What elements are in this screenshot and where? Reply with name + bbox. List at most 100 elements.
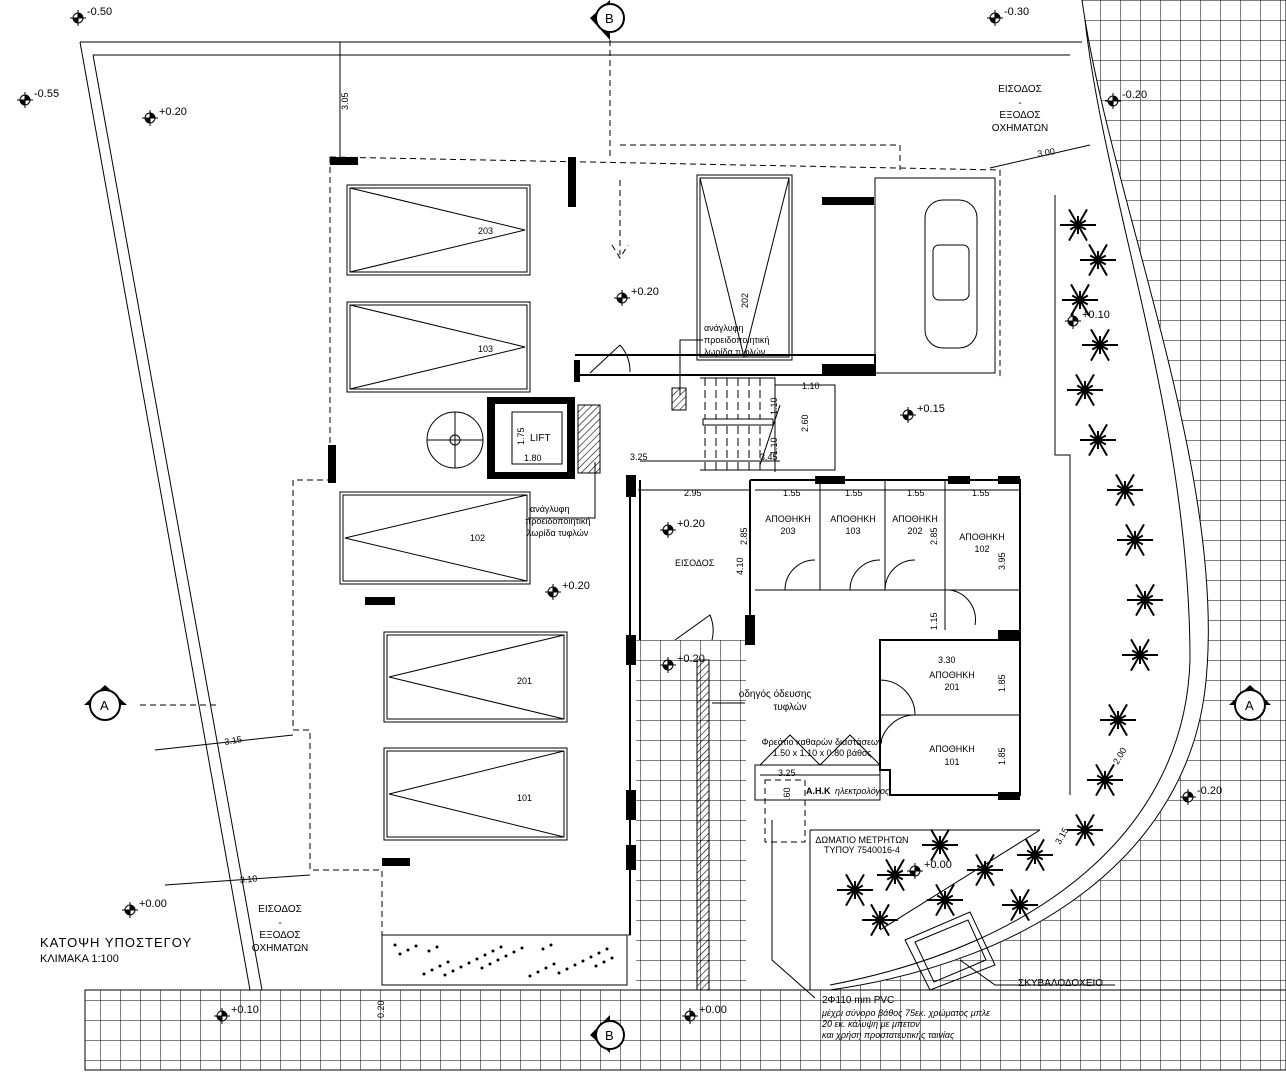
svg-text:λωρίδα τυφλών: λωρίδα τυφλών: [704, 347, 766, 357]
svg-text:ΑΠΟΘΗΚΗ: ΑΠΟΘΗΚΗ: [830, 514, 876, 524]
svg-text:ΕΞΟΔΟΣ: ΕΞΟΔΟΣ: [999, 110, 1040, 121]
parking-number: 202: [740, 293, 750, 308]
svg-text:ανάγλυφη: ανάγλυφη: [704, 323, 743, 333]
dimension-label: .60: [782, 787, 792, 800]
level-marker: +0.15: [900, 403, 945, 423]
svg-text:ΑΠΟΘΗΚΗ: ΑΠΟΘΗΚΗ: [765, 514, 811, 524]
dimension-label: 1.85: [997, 674, 1007, 692]
parking-number: 102: [470, 533, 485, 543]
section-marker-b-top: B: [590, 0, 629, 259]
section-marker-a-right: A: [1229, 685, 1271, 721]
level-marker: +0.10: [214, 1004, 259, 1024]
gravel-dot: [406, 948, 410, 952]
parking-bay-103: [346, 301, 531, 393]
plant-icon: [1017, 838, 1053, 872]
dimension-label: 2.00: [1111, 746, 1128, 766]
level-marker: +0.20: [614, 286, 659, 306]
plant-icon: [837, 873, 873, 907]
svg-text:ΑΠΟΘΗΚΗ: ΑΠΟΘΗΚΗ: [929, 744, 975, 754]
level-value: +0.20: [159, 106, 187, 118]
car-icon: [924, 199, 978, 349]
lift: LIFT: [426, 397, 601, 479]
svg-text:103: 103: [845, 526, 860, 536]
paving-tiles: [84, 0, 1286, 1071]
level-marker: -0.20: [1180, 785, 1222, 805]
gravel-dot: [480, 966, 484, 970]
entrance-label: ΕΙΣΟΔΟΣ: [675, 558, 715, 568]
dimension-label: 3.25: [778, 768, 796, 778]
svg-text:ΟΧΗΜΑΤΩΝ: ΟΧΗΜΑΤΩΝ: [992, 123, 1049, 134]
level-value: +0.20: [631, 286, 659, 298]
plant-icon: [1117, 523, 1153, 557]
dimension-label: 2.60: [800, 414, 810, 432]
gravel-dot: [573, 963, 577, 967]
dimension-label: 3.25: [630, 452, 648, 462]
plant-icon: [1082, 328, 1118, 362]
dimension-label: 3.95: [997, 552, 1007, 570]
dimension-label: 1.10: [769, 397, 779, 415]
dimension-label: 1.75: [516, 427, 526, 445]
section-marker-b-bottom: B: [590, 1015, 625, 1053]
dimension-label: 3.45: [760, 452, 778, 462]
dimension-label: 1.55: [845, 488, 863, 498]
gravel-dot: [536, 970, 540, 974]
plant-icon: [1062, 283, 1098, 317]
level-marker: +0.20: [545, 580, 590, 600]
lift-label: LIFT: [530, 433, 551, 444]
plant-icon: [1087, 763, 1123, 797]
svg-text:ΟΧΗΜΑΤΩΝ: ΟΧΗΜΑΤΩΝ: [252, 943, 309, 954]
level-value: +0.10: [231, 1004, 259, 1016]
gravel-dot: [557, 971, 561, 975]
dimension-label: 0.20: [376, 1000, 386, 1018]
gravel-dot: [499, 945, 503, 949]
plant-icon: [1060, 208, 1096, 242]
svg-text:20 εκ. κάλυψη με μπετον: 20 εκ. κάλυψη με μπετον: [821, 1019, 920, 1029]
level-marker: +0.20: [660, 518, 705, 538]
dimension-label: 1.10: [769, 437, 779, 455]
gravel-dot: [446, 960, 450, 964]
svg-text:προειδοποιητική: προειδοποιητική: [704, 335, 769, 345]
parking-bay-202: [696, 174, 793, 361]
svg-text:1.50 x 1.10 x 0.80 βάθος: 1.50 x 1.10 x 0.80 βάθος: [773, 748, 872, 758]
gravel-dot: [422, 972, 426, 976]
dimension-label: 4.10: [735, 557, 745, 575]
dimension-label: 3.15: [224, 734, 243, 747]
gravel-dot: [488, 962, 492, 966]
gravel-dot: [589, 955, 593, 959]
level-marker: +0.20: [142, 106, 187, 126]
svg-text:Φρεάτιο καθαρών διαστάσεων: Φρεάτιο καθαρών διαστάσεων: [761, 737, 883, 747]
doors: [589, 344, 976, 766]
dimension-label: 3.15: [1053, 826, 1070, 846]
parking-bay-201: [383, 631, 568, 723]
svg-text:μέχρι σύνορο βάθος 75εκ. χρώμ: μέχρι σύνορο βάθος 75εκ. χρώματος μπλε: [821, 1008, 991, 1018]
gravel-dot: [549, 943, 553, 947]
svg-text:ΑΠΟΘΗΚΗ: ΑΠΟΘΗΚΗ: [959, 532, 1005, 542]
dimension-label: 2.85: [929, 527, 939, 545]
electrician-label: ηλεκτρολόγος: [835, 786, 890, 796]
bin-store-label: ΣΚΥΒΑΛΟΔΟΧΕΙΟ: [1018, 978, 1103, 989]
gravel-dot: [414, 944, 418, 948]
plant-icon: [1122, 638, 1158, 672]
gravel-dot: [541, 947, 545, 951]
plant-icon: [1067, 373, 1103, 407]
level-value: -0.20: [1122, 89, 1147, 101]
gravel-dot: [610, 956, 614, 960]
svg-text:και χρήση προστατευτικής ταινί: και χρήση προστατευτικής ταινίας: [822, 1030, 955, 1040]
plant-icon: [1080, 243, 1116, 277]
vehicle-entry-label-bottom: ΕΙΣΟΔΟΣ - ΕΞΟΔΟΣ ΟΧΗΜΑΤΩΝ: [252, 904, 309, 954]
dimension-label: 1.55: [783, 488, 801, 498]
dimension-label: 1.55: [907, 488, 925, 498]
gravel-dot: [459, 965, 463, 969]
dimension-label: 1.85: [997, 747, 1007, 765]
svg-text:A: A: [100, 698, 109, 713]
level-marker: +0.00: [682, 1004, 727, 1024]
blind-guide-strip: [696, 659, 710, 991]
gravel-dot: [398, 952, 402, 956]
gravel-dot: [552, 962, 556, 966]
level-markers: -0.50-0.30-0.55+0.20-0.20+0.20+0.15+0.10…: [17, 6, 1222, 1024]
parking-number: 103: [478, 344, 493, 354]
blind-guide-note: οδηγός όδευσης τυφλών: [712, 688, 811, 713]
gravel-dot: [512, 950, 516, 954]
